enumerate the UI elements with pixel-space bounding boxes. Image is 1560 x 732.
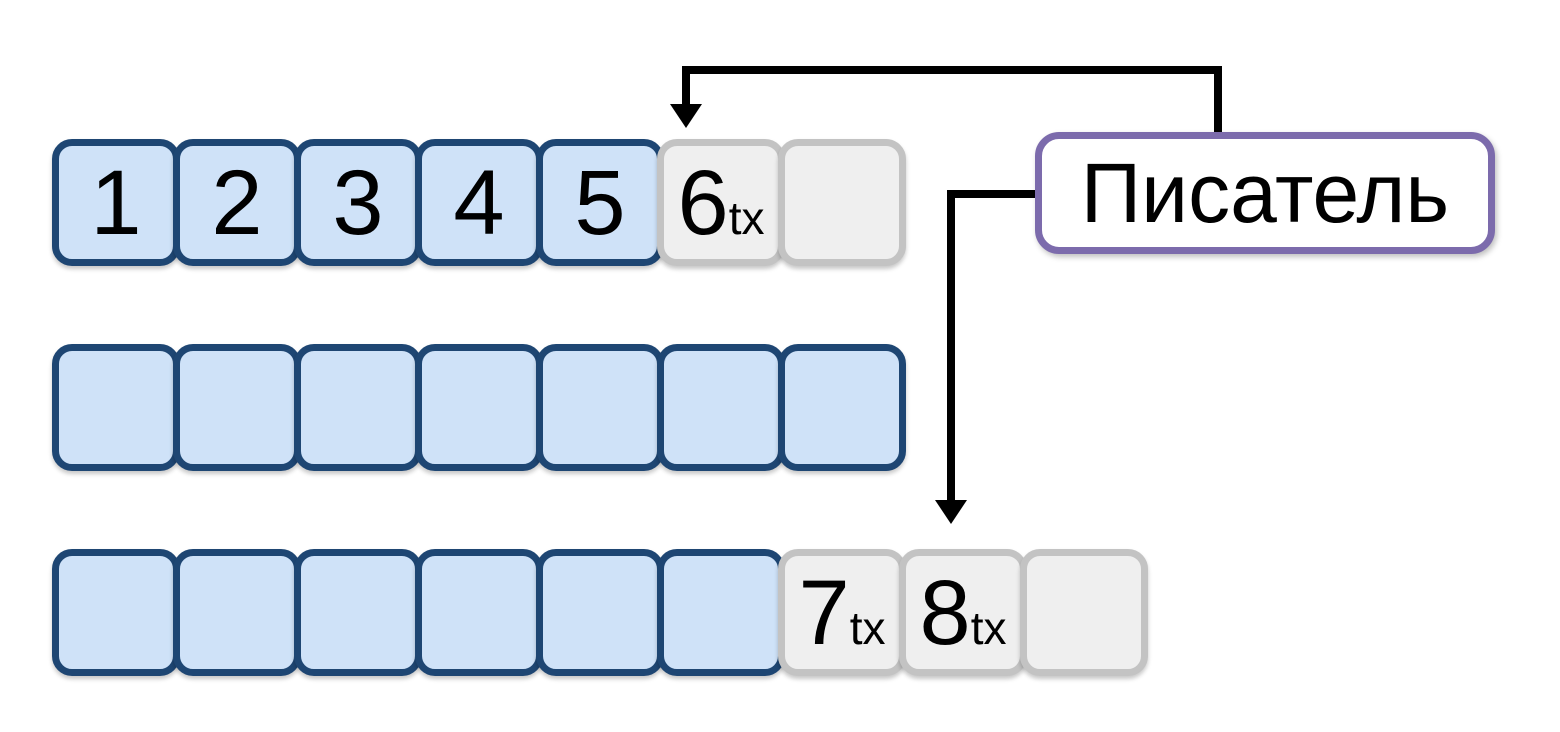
arrow-writer-to-cell6: [682, 66, 1222, 136]
buffer-cell-row-3-5: [536, 549, 664, 676]
buffer-cell-row-3-7: 7tx: [778, 549, 906, 676]
cell-label: 3: [332, 151, 384, 254]
buffer-cell-row-3-1: [52, 549, 180, 676]
cell-label: 6tx: [677, 151, 765, 254]
buffer-cell-row-2-7: [778, 344, 906, 471]
buffer-cell-row-1-3: 3: [294, 139, 422, 266]
buffer-row-3: 7tx 8tx: [52, 549, 1148, 676]
buffer-cell-row-1-2: 2: [173, 139, 301, 266]
writer-box: Писатель: [1035, 132, 1495, 254]
cell-label: 1: [90, 151, 142, 254]
buffer-cell-row-2-6: [657, 344, 785, 471]
buffer-cell-row-1-6: 6tx: [657, 139, 785, 266]
buffer-cell-row-2-1: [52, 344, 180, 471]
cell-label: 8tx: [919, 561, 1007, 664]
buffer-cell-row-3-6: [657, 549, 785, 676]
buffer-cell-row-3-9: [1020, 549, 1148, 676]
arrow-writer-to-row3: [947, 190, 1038, 502]
buffer-cell-row-3-2: [173, 549, 301, 676]
arrowhead-row3-icon: [935, 500, 967, 524]
buffer-cell-row-2-2: [173, 344, 301, 471]
cell-label: 5: [574, 151, 626, 254]
cell-label: 4: [453, 151, 505, 254]
buffer-cell-row-2-4: [415, 344, 543, 471]
writer-label: Писатель: [1080, 146, 1450, 240]
buffer-cell-row-2-5: [536, 344, 664, 471]
buffer-cell-row-1-5: 5: [536, 139, 664, 266]
buffer-cell-row-1-1: 1: [52, 139, 180, 266]
arrowhead-cell6-icon: [670, 104, 702, 128]
buffer-row-2: [52, 344, 906, 471]
buffer-cell-row-3-3: [294, 549, 422, 676]
buffer-cell-row-1-7: [778, 139, 906, 266]
buffer-cell-row-3-8: 8tx: [899, 549, 1027, 676]
buffer-cell-row-3-4: [415, 549, 543, 676]
buffer-cell-row-1-4: 4: [415, 139, 543, 266]
cell-label: 7tx: [798, 561, 886, 664]
buffer-cell-row-2-3: [294, 344, 422, 471]
cell-label: 2: [211, 151, 263, 254]
